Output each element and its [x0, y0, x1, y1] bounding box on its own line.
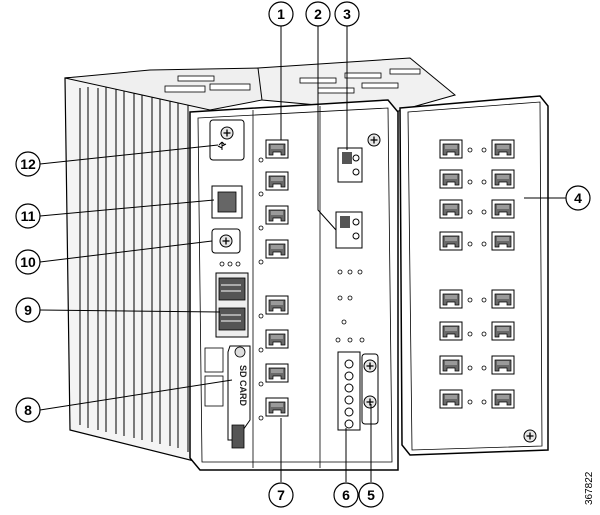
- callout-4-label: 4: [574, 190, 582, 206]
- sd-card-label: SD CARD: [238, 365, 248, 407]
- callout-5-label: 5: [367, 487, 375, 503]
- callout-1-label: 1: [277, 6, 285, 22]
- sd-card-slot: SD CARD: [204, 345, 251, 449]
- power-connector-a: [337, 147, 363, 183]
- callout-10-label: 10: [20, 254, 36, 270]
- callout-12: 12: [15, 151, 41, 177]
- callout-7-label: 7: [277, 487, 285, 503]
- callout-3: 3: [334, 1, 360, 27]
- callout-3-label: 3: [343, 6, 351, 22]
- sfp-slots: [215, 272, 249, 338]
- callout-8: 8: [15, 397, 41, 423]
- callout-7: 7: [268, 482, 294, 508]
- callout-2-label: 2: [314, 6, 322, 22]
- leader-lines: [39, 26, 566, 482]
- callout-1: 1: [268, 1, 294, 27]
- callout-9: 9: [15, 297, 41, 323]
- callout-11: 11: [15, 203, 41, 229]
- left-heatsink-body: [64, 57, 457, 466]
- callout-5: 5: [358, 482, 384, 508]
- callout-9-label: 9: [24, 302, 32, 318]
- callout-6-label: 6: [342, 487, 350, 503]
- callout-8-label: 8: [24, 402, 32, 418]
- callout-11-label: 11: [21, 208, 36, 224]
- expansion-module: [399, 95, 549, 456]
- alarm-connector: [337, 351, 361, 431]
- callout-12-label: 12: [20, 156, 36, 172]
- ground-lug: [361, 353, 379, 425]
- console-rj45-port: [211, 185, 243, 219]
- callout-2: 2: [305, 1, 331, 27]
- usb-port: [209, 119, 245, 161]
- callout-6: 6: [333, 482, 359, 508]
- power-connector-b: [335, 211, 363, 249]
- figure-id: 367822: [584, 471, 595, 505]
- callout-10: 10: [15, 249, 41, 275]
- callout-4: 4: [565, 185, 591, 211]
